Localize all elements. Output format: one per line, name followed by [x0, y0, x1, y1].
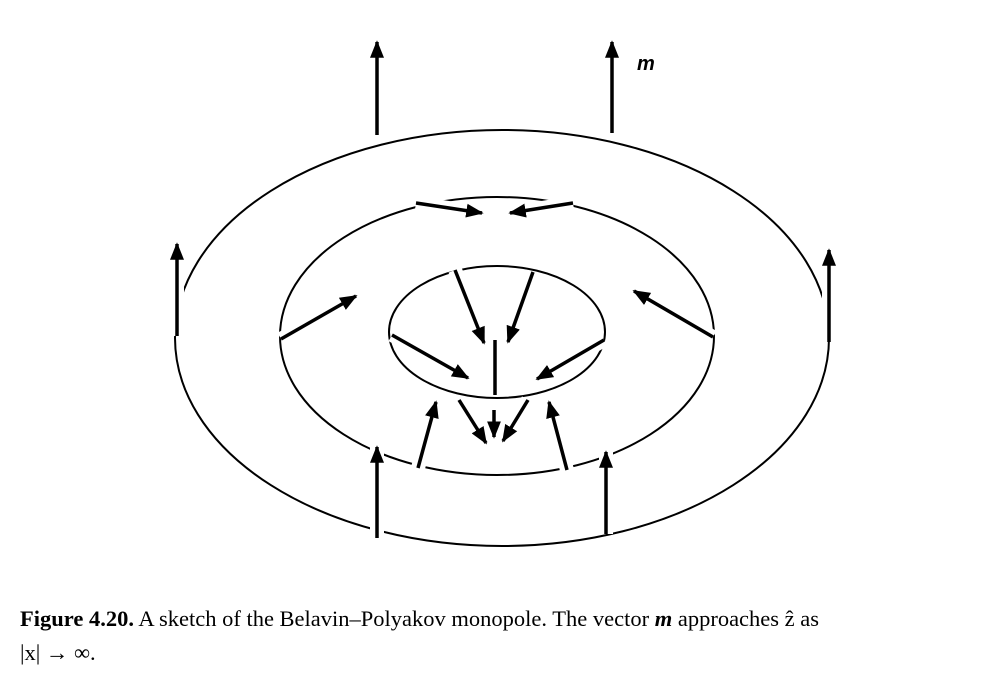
vector-arrow: [391, 333, 470, 380]
vector-arrow: [453, 269, 486, 345]
vector-arrow: [280, 294, 358, 341]
vector-arrow: [415, 201, 484, 218]
vector-label-m: m: [637, 53, 655, 75]
caption-text-1: A sketch of the Belavin–Polyakov monopol…: [133, 606, 655, 631]
vector-arrow: [457, 399, 488, 445]
inner-ring: [388, 265, 606, 399]
caption-line-2: |x| → ∞.: [20, 640, 96, 665]
caption-vector: m: [654, 606, 673, 631]
vector-arrow: [508, 201, 574, 218]
monopole-sketch: m: [170, 40, 836, 547]
vector-arrow: [501, 399, 530, 443]
vector-arrow: [546, 400, 569, 471]
vector-arrow: [506, 271, 535, 344]
figure-number: Figure 4.20.: [20, 606, 134, 631]
vector-arrow: [416, 400, 439, 469]
vector-arrow: [535, 338, 605, 381]
figure-caption: Figure 4.20. A sketch of the Belavin–Pol…: [20, 602, 980, 670]
vector-arrow: [632, 289, 714, 339]
caption-text-2: approaches ẑ as: [672, 606, 820, 631]
